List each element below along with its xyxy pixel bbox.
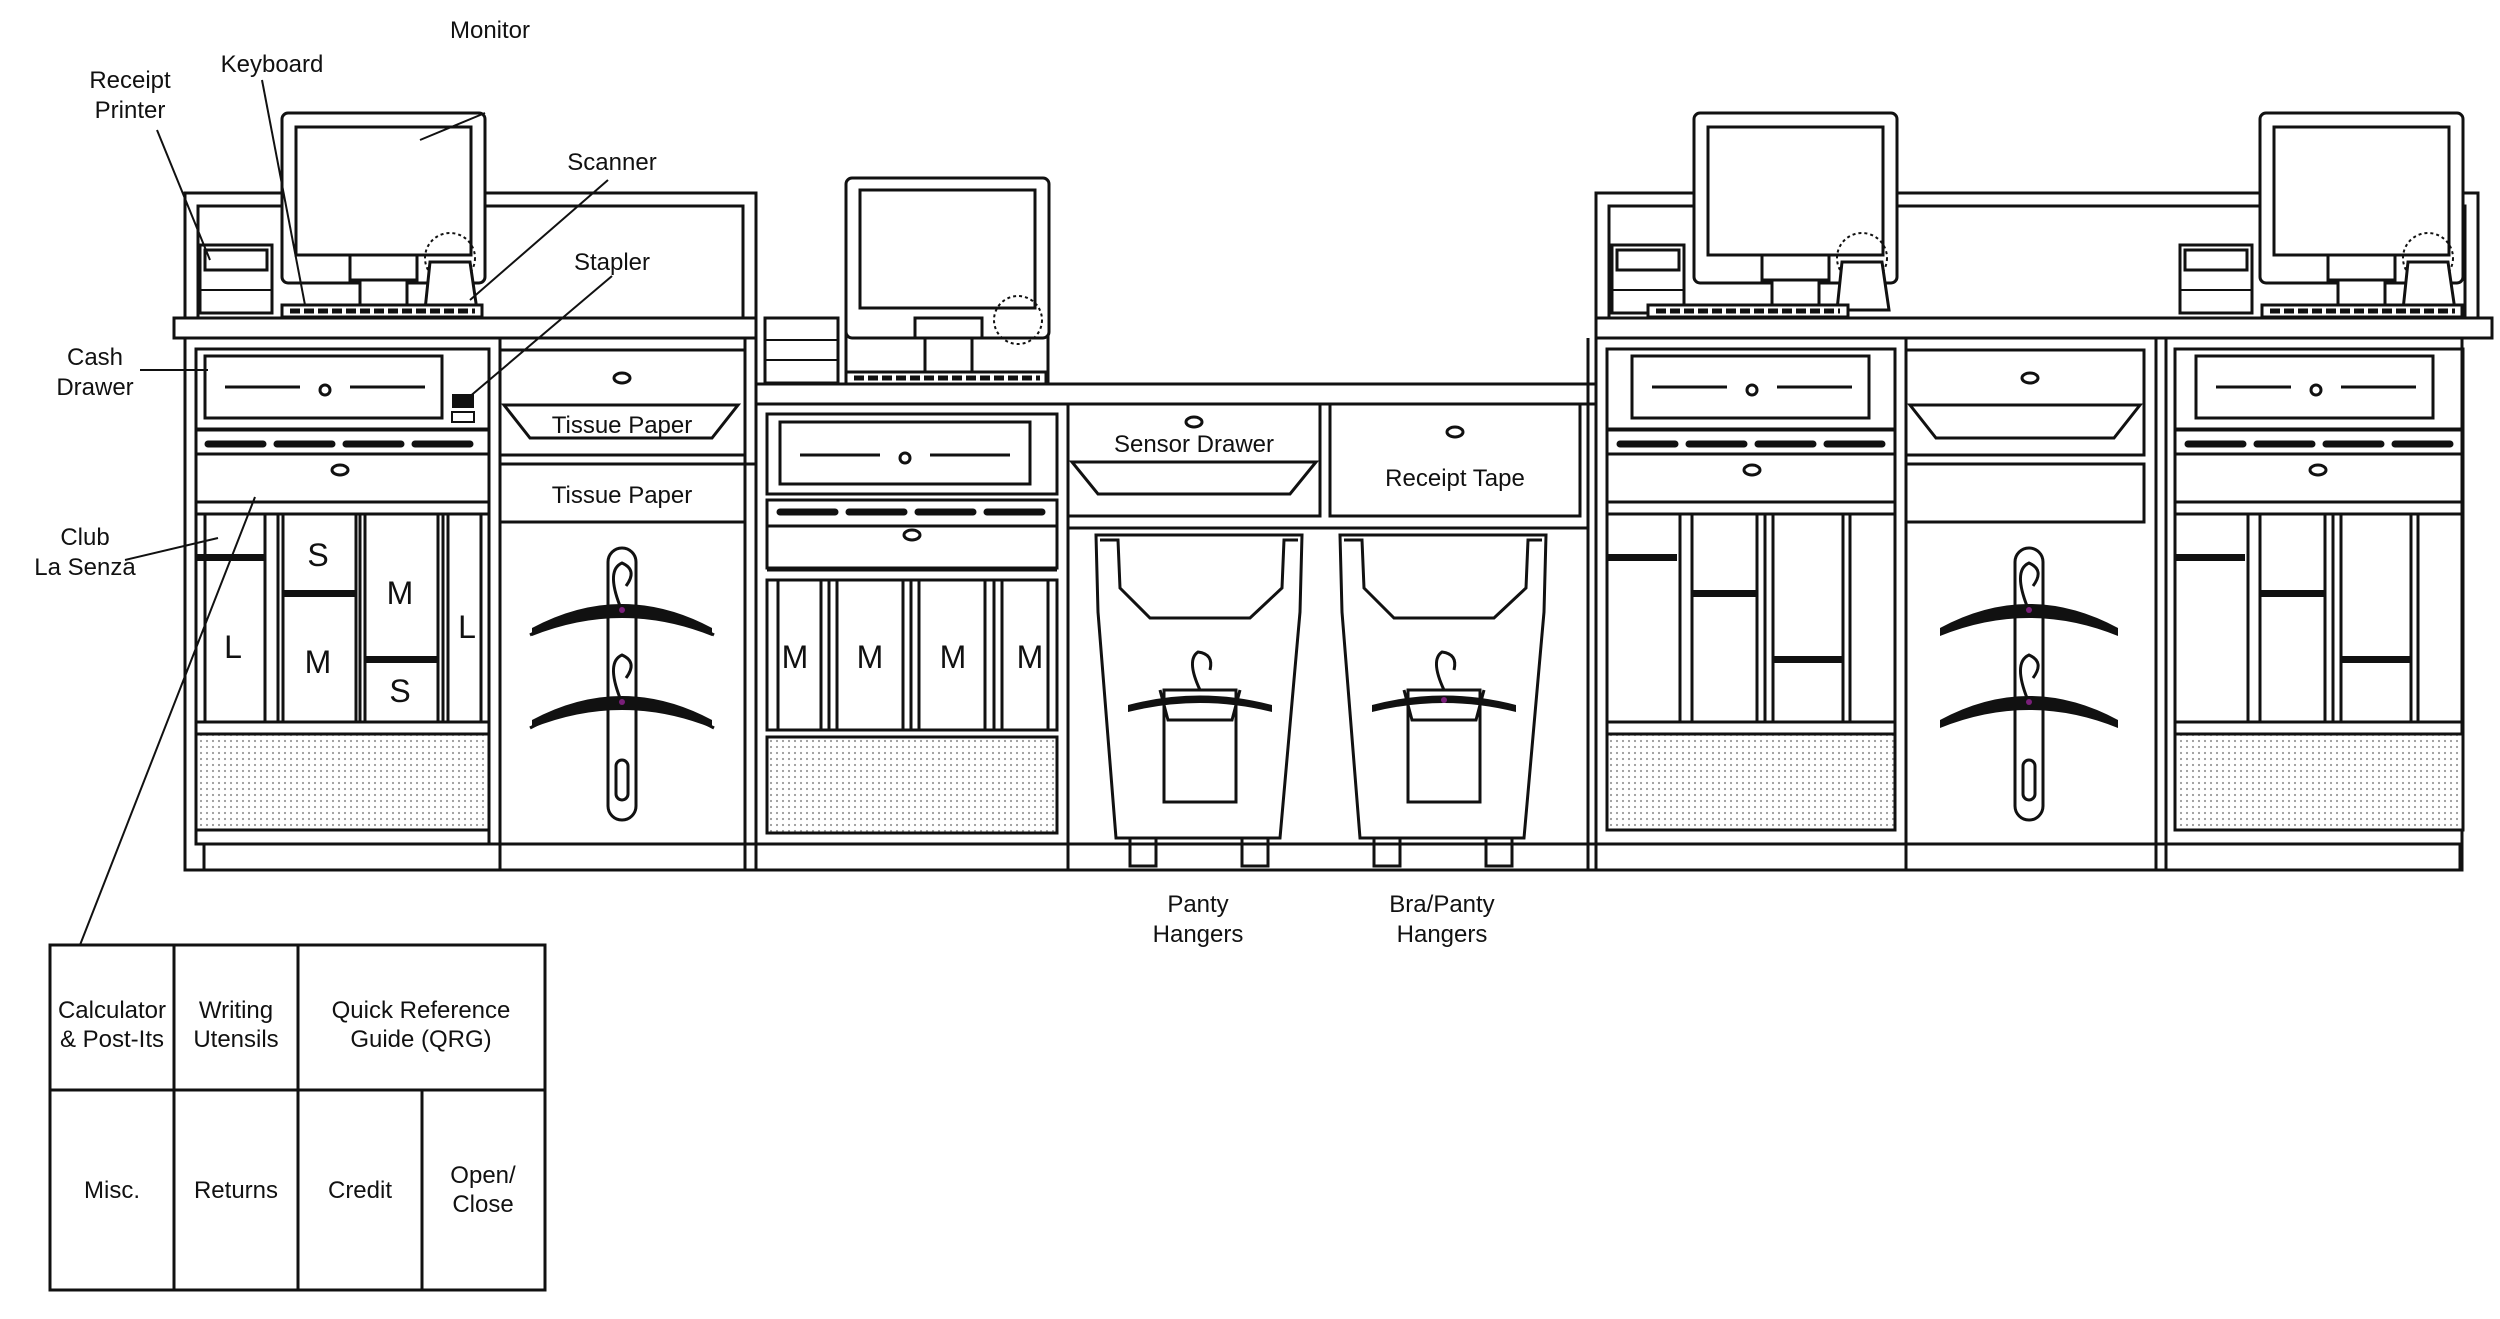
station-3 [1594, 111, 2494, 872]
cash-drawer[interactable] [778, 420, 1032, 486]
hanger-rack-icon [1940, 546, 2118, 822]
panty-hangers-label: Panty [1167, 891, 1228, 918]
mesh-panel [765, 735, 1059, 835]
organizer-cell-calculator: & Post-Its [60, 1026, 164, 1053]
cash-drawer-label: Cash [67, 344, 123, 371]
size-cubbies-station-2: M M M M [765, 578, 1059, 732]
tissue-paper-label: Tissue Paper [552, 412, 693, 439]
monitor-icon [2258, 111, 2465, 312]
size-label: L [458, 609, 476, 645]
receipt-printer-icon [2178, 243, 2254, 315]
keyboard-icon [2260, 303, 2464, 319]
scanner-icon [993, 295, 1043, 345]
organizer-cell-returns: Returns [194, 1177, 278, 1204]
size-label: M [305, 644, 332, 680]
organizer-cell-calculator: Calculator [58, 997, 166, 1024]
keyboard-icon [1646, 303, 1850, 319]
bin-labels: Panty Hangers Bra/Panty Hangers [1153, 891, 1495, 948]
organizer-cell-misc: Misc. [84, 1177, 140, 1204]
callout-leaders [79, 79, 613, 946]
organizer-cell-open-close: Close [452, 1191, 513, 1218]
size-label: S [307, 537, 328, 573]
organizer-cell-writing-utensils: Utensils [193, 1026, 278, 1053]
organizer-cell-writing-utensils: Writing [199, 997, 273, 1024]
station-2: M M M M [754, 176, 1598, 872]
cubbies-station-4 [2173, 512, 2465, 736]
station-4 [2164, 111, 2465, 872]
tissue-hanger-column-left: Tissue Paper Tissue Paper [498, 336, 758, 872]
cash-drawer[interactable] [2194, 354, 2435, 420]
receipt-tape-drawer[interactable] [1328, 402, 1582, 518]
cash-drawer[interactable] [203, 354, 444, 420]
monitor-icon [844, 176, 1051, 375]
base-plinth [202, 842, 2462, 872]
organizer-cell-open-close: Open/ [450, 1162, 516, 1189]
organizer-cell-qrg: Guide (QRG) [350, 1026, 491, 1053]
monitor-icon [280, 111, 487, 312]
tissue-hanger-column-right [1904, 336, 2158, 872]
sensor-bin-section: Sensor Drawer Receipt Tape [1066, 402, 1590, 872]
organizer-cell-credit: Credit [328, 1177, 392, 1204]
monitor-label: Monitor [450, 17, 530, 44]
size-label: M [857, 639, 884, 675]
tissue-paper-label: Tissue Paper [552, 482, 693, 509]
receipt-printer-icon [198, 243, 274, 315]
panty-hangers-label: Hangers [1153, 921, 1244, 948]
size-label: M [1017, 639, 1044, 675]
callout-labels: Monitor Keyboard Receipt Printer Scanner… [34, 17, 656, 581]
cubbies-station-3 [1605, 512, 1897, 736]
organizer-cell-qrg: Quick Reference [332, 997, 511, 1024]
station-1: L S M M S L [172, 111, 758, 872]
scanner-label: Scanner [567, 149, 656, 176]
stapler-label: Stapler [574, 249, 650, 276]
receipt-printer-label: Receipt [89, 67, 171, 94]
sensor-drawer[interactable] [1066, 402, 1322, 518]
size-label: M [782, 639, 809, 675]
countertop [172, 316, 758, 340]
receipt-tape-label: Receipt Tape [1385, 465, 1525, 492]
mesh-panel [1605, 732, 1897, 832]
sensor-drawer-label: Sensor Drawer [1114, 431, 1274, 458]
scanner-icon [1835, 232, 1891, 312]
club-la-senza-label: La Senza [34, 554, 136, 581]
size-label: M [940, 639, 967, 675]
cash-drawer-label: Drawer [56, 374, 133, 401]
size-label: S [389, 673, 410, 709]
receipt-printer-icon [1610, 243, 1686, 315]
monitor-icon [1692, 111, 1899, 312]
size-label: M [387, 575, 414, 611]
mesh-panel [2173, 732, 2465, 832]
club-la-senza-label: Club [60, 524, 109, 551]
size-label: L [224, 629, 242, 665]
panty-hanger-bin [1094, 533, 1304, 868]
receipt-printer-label: Printer [95, 97, 166, 124]
keyboard-icon [844, 370, 1048, 386]
bra-panty-hangers-label: Bra/Panty [1389, 891, 1494, 918]
mesh-panel [194, 732, 491, 832]
countertop [1594, 316, 2494, 340]
cash-drawer[interactable] [1630, 354, 1871, 420]
countertop [754, 382, 1598, 406]
drawer-organizer-grid: Calculator & Post-Its Writing Utensils Q… [48, 943, 547, 1292]
hanger-rack-icon [529, 546, 715, 822]
keyboard-label: Keyboard [221, 51, 324, 78]
keyboard-icon [280, 303, 484, 319]
bra-panty-hangers-label: Hangers [1397, 921, 1488, 948]
